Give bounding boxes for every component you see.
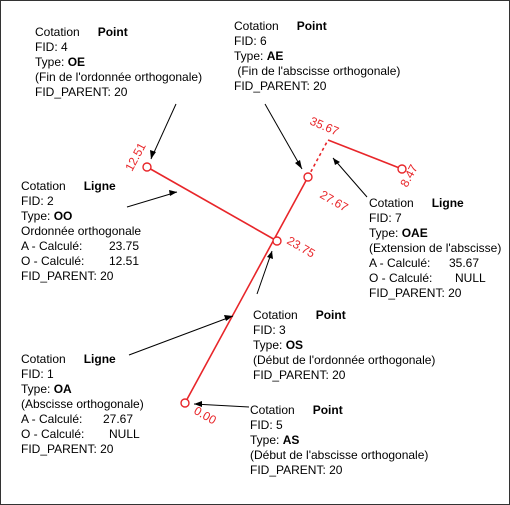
label-oe: Cotation Point FID: 4 Type: OE (Fin de l'… <box>35 25 202 100</box>
label-o-label: O - Calculé: <box>21 427 85 441</box>
point-oe-marker <box>142 162 152 172</box>
label-head: Cotation <box>21 179 66 193</box>
label-o-label: O - Calculé: <box>369 271 433 285</box>
label-parent: FID_PARENT: 20 <box>250 463 343 477</box>
label-desc: (Début de l'abscisse orthogonale) <box>250 448 429 462</box>
label-type-prefix: Type: <box>250 433 283 447</box>
label-type-prefix: Type: <box>234 49 267 63</box>
label-oa: Cotation Ligne FID: 1 Type: OA (Abscisse … <box>21 352 144 457</box>
label-kind: Point <box>296 19 327 33</box>
label-type-prefix: Type: <box>369 226 402 240</box>
label-kind: Ligne <box>83 179 116 193</box>
extension-end-marker <box>397 164 407 174</box>
label-fid: FID: 3 <box>253 323 286 337</box>
label-parent: FID_PARENT: 20 <box>234 79 327 93</box>
label-desc: (Fin de l'abscisse orthogonale) <box>234 64 401 78</box>
label-a-value: 35.67 <box>449 256 480 270</box>
label-head: Cotation <box>21 352 66 366</box>
label-head: Cotation <box>253 308 298 322</box>
leader-oe <box>150 103 177 160</box>
label-type-code: OAE <box>401 226 428 240</box>
point-as-marker <box>180 398 190 408</box>
measure-start: 0.00 <box>192 403 220 427</box>
label-kind: Point <box>315 308 346 322</box>
label-as: Cotation Point FID: 5 Type: AS (Début de … <box>250 403 428 478</box>
leader-os <box>256 250 273 295</box>
label-type-code: OA <box>53 382 72 396</box>
label-type-prefix: Type: <box>35 55 68 69</box>
label-type-prefix: Type: <box>21 209 54 223</box>
label-o-value: NULL <box>455 271 486 285</box>
label-fid: FID: 7 <box>369 211 402 225</box>
label-desc: (Extension de l'abscisse) <box>369 241 502 255</box>
label-a-value: 23.75 <box>109 239 140 253</box>
measure-end-abscissa: 27.67 <box>318 187 351 214</box>
measure-foot: 23.75 <box>285 233 318 260</box>
label-fid: FID: 4 <box>35 40 68 54</box>
label-fid: FID: 1 <box>21 367 54 381</box>
label-head: Cotation <box>369 196 414 210</box>
label-fid: FID: 2 <box>21 194 54 208</box>
point-os-marker <box>272 236 282 246</box>
abscissa-extension-line <box>307 139 329 178</box>
label-kind: Point <box>312 403 343 417</box>
label-kind: Ligne <box>83 352 116 366</box>
leader-ae <box>264 103 303 170</box>
label-type-prefix: Type: <box>253 338 286 352</box>
label-a-label: A - Calculé: <box>21 239 83 253</box>
leader-oae <box>332 157 368 198</box>
leader-as <box>193 401 250 408</box>
label-parent: FID_PARENT: 20 <box>21 269 114 283</box>
label-type-prefix: Type: <box>21 382 54 396</box>
point-ae-marker <box>303 172 313 182</box>
ordinate-line <box>146 166 278 242</box>
abscissa-line <box>184 176 309 404</box>
measure-extension: 35.67 <box>308 114 341 139</box>
label-head: Cotation <box>35 25 80 39</box>
label-oo: Cotation Ligne FID: 2 Type: OO Ordonnée o… <box>21 179 141 284</box>
label-a-value: 27.67 <box>103 412 134 426</box>
label-ae: Cotation Point FID: 6 Type: AE (Fin de l'… <box>234 19 400 94</box>
label-o-value: NULL <box>109 427 140 441</box>
label-a-label: A - Calculé: <box>21 412 83 426</box>
leader-oo <box>126 190 178 208</box>
label-oae: Cotation Ligne FID: 7 Type: OAE (Extensio… <box>369 196 501 301</box>
label-type-code: OE <box>67 55 86 69</box>
label-desc: (Début de l'ordonnée orthogonale) <box>253 353 436 367</box>
label-parent: FID_PARENT: 20 <box>369 286 462 300</box>
label-a-label: A - Calculé: <box>369 256 431 270</box>
label-parent: FID_PARENT: 20 <box>253 368 346 382</box>
label-head: Cotation <box>234 19 279 33</box>
label-type-code: AS <box>282 433 300 447</box>
label-fid: FID: 5 <box>250 418 283 432</box>
label-fid: FID: 6 <box>234 34 267 48</box>
label-kind: Ligne <box>431 196 464 210</box>
label-o-value: 12.51 <box>109 254 140 268</box>
label-parent: FID_PARENT: 20 <box>21 442 114 456</box>
label-head: Cotation <box>250 403 295 417</box>
label-kind: Point <box>97 25 128 39</box>
label-os: Cotation Point FID: 3 Type: OS (Début de … <box>253 308 435 383</box>
label-type-code: OS <box>285 338 304 352</box>
label-o-label: O - Calculé: <box>21 254 85 268</box>
extension-offset-line <box>327 139 403 170</box>
leader-oa <box>128 315 234 356</box>
label-desc: (Fin de l'ordonnée orthogonale) <box>35 70 203 84</box>
label-type-code: AE <box>266 49 284 63</box>
label-desc: (Abscisse orthogonale) <box>21 397 144 411</box>
label-parent: FID_PARENT: 20 <box>35 85 128 99</box>
label-type-code: OO <box>53 209 73 223</box>
label-desc: Ordonnée orthogonale <box>21 224 142 238</box>
